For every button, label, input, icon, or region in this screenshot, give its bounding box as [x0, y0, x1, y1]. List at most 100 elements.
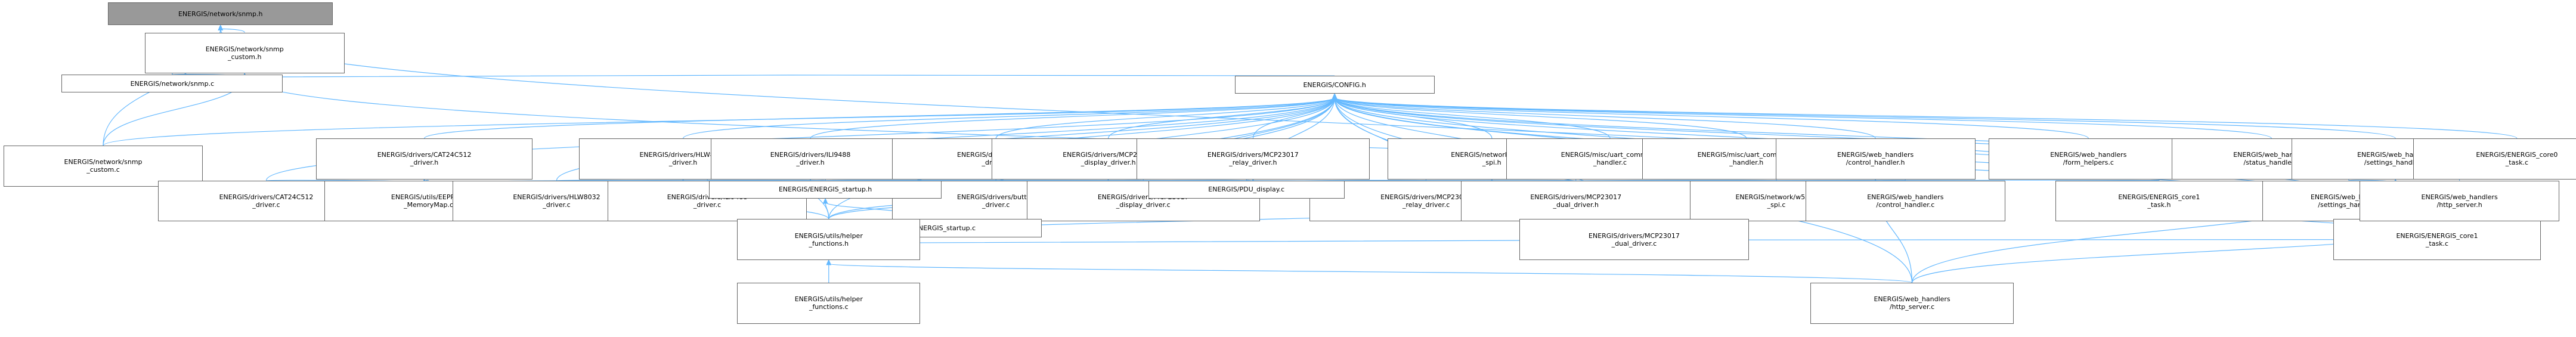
node-label-line: ENERGIS/web_handlers — [2233, 151, 2310, 159]
node-label-line: ENERGIS/misc/uart_command — [1697, 151, 1795, 159]
node-label-line: ENERGIS/web_handlers — [2421, 193, 2498, 201]
node-energis-core1-task-c[interactable]: ENERGIS/ENERGIS_core1 _task.c — [2333, 219, 2541, 260]
node-label-line: _task.c — [2505, 159, 2528, 167]
include-edge — [1334, 97, 2089, 139]
include-edge — [1334, 97, 2518, 139]
node-snmp-custom-c[interactable]: ENERGIS/network/snmp _custom.c — [3, 146, 203, 187]
node-control-handler-h[interactable]: ENERGIS/web_handlers /control_handler.h — [1775, 138, 1976, 180]
node-label-line: ENERGIS/misc/uart_command — [1561, 151, 1659, 159]
node-label-line: _handler.c — [1593, 159, 1627, 167]
node-label-line: _driver.c — [693, 200, 722, 209]
node-snmp-custom-h[interactable]: ENERGIS/network/snmp _custom.h — [144, 32, 345, 74]
node-label-line: _driver.c — [543, 200, 571, 209]
node-label-line: /status_handler.c — [2243, 159, 2300, 167]
node-energis-startup-h[interactable]: ENERGIS/ENERGIS_startup.h — [708, 180, 942, 199]
node-form-helpers-c[interactable]: ENERGIS/web_handlers /form_helpers.c — [1988, 138, 2188, 180]
node-label-line: _task.c — [2425, 239, 2449, 248]
include-edge — [220, 29, 2438, 219]
node-label-line: ENERGIS/network/snmp.c — [130, 79, 215, 88]
node-label-line: ENERGIS/PDU_display.c — [1208, 185, 1285, 194]
node-label-line: ENERGIS/drivers/MCP23017 — [1530, 193, 1622, 201]
node-label-line: ENERGIS/network/snmp.h — [178, 10, 263, 18]
include-edge — [995, 97, 1335, 139]
node-label-line: ENERGIS/utils/helper — [794, 231, 863, 240]
node-helper-functions-h[interactable]: ENERGIS/utils/helper _functions.h — [737, 219, 921, 260]
include-edge — [683, 97, 1335, 139]
node-energis-core1-task-h[interactable]: ENERGIS/ENERGIS_core1 _task.h — [2055, 180, 2264, 222]
include-edge — [1334, 97, 1747, 139]
node-label-line: _functions.c — [809, 303, 849, 311]
node-label-line: /control_handler.c — [1876, 200, 1935, 209]
node-label-line: ENERGIS/network/w5x00 — [1735, 193, 1818, 201]
node-label-line: _dual_driver.c — [1611, 239, 1657, 248]
node-label-line: ENERGIS/drivers/MCP23017 — [1380, 193, 1472, 201]
node-energis-core0-task-c[interactable]: ENERGIS/ENERGIS_core0 _task.c — [2413, 138, 2576, 180]
node-label-line: /http_server.h — [2436, 200, 2482, 209]
node-label-line: ENERGIS/web_handlers — [1874, 295, 1950, 304]
node-label-line: _dual_driver.h — [1553, 200, 1599, 209]
node-http-server-c[interactable]: ENERGIS/web_handlers /http_server.c — [1810, 283, 2014, 324]
include-edge-arrowhead — [218, 24, 224, 30]
node-label-line: _custom.c — [86, 166, 120, 174]
node-helper-functions-c[interactable]: ENERGIS/utils/helper _functions.c — [737, 283, 921, 324]
node-label-line: ENERGIS/CONFIG.h — [1303, 81, 1366, 89]
node-label-line: _task.h — [2147, 200, 2171, 209]
node-label-line: ENERGIS/network/snmp — [64, 158, 143, 166]
node-control-handler-c[interactable]: ENERGIS/web_handlers /control_handler.c — [1805, 180, 2005, 222]
include-edge-arrowhead — [1332, 93, 1337, 99]
node-label-line: ENERGIS/drivers/HLW8032 — [639, 151, 727, 159]
include-edge — [1334, 97, 2396, 139]
node-http-server-h[interactable]: ENERGIS/web_handlers /http_server.h — [2360, 180, 2560, 222]
node-label-line: _functions.h — [809, 239, 849, 248]
node-ili9488-driver-h[interactable]: ENERGIS/drivers/ILI9488 _driver.h — [710, 138, 911, 180]
node-label-line: /settings_handler.h — [2364, 159, 2427, 167]
node-label-line: ENERGIS/drivers/HLW8032 — [513, 193, 600, 201]
node-label-line: ENERGIS/ENERGIS_core0 — [2476, 151, 2558, 159]
include-edge — [810, 97, 1335, 139]
node-label-line: _spi.c — [1767, 200, 1786, 209]
node-label-line: _spi.h — [1482, 159, 1501, 167]
node-label-line: ENERGIS/ENERGIS_startup.h — [778, 185, 872, 194]
node-cat24c512-driver-h[interactable]: ENERGIS/drivers/CAT24C512 _driver.h — [316, 138, 532, 180]
node-label-line: ENERGIS/utils/helper — [794, 295, 863, 304]
node-label-line: _driver.h — [410, 159, 439, 167]
node-label-line: /control_handler.h — [1846, 159, 1905, 167]
node-label-line: ENERGIS/drivers/MCP23017 — [1207, 151, 1299, 159]
node-label-line: /http_server.c — [1889, 303, 1935, 311]
node-mcp23017-relay-driver-h[interactable]: ENERGIS/drivers/MCP23017 _relay_driver.h — [1137, 138, 1370, 180]
node-mcp23017-dual-driver-c[interactable]: ENERGIS/drivers/MCP23017 _dual_driver.c — [1519, 219, 1749, 260]
node-label-line: ENERGIS/utils/EEPROM — [391, 193, 466, 201]
node-label-line: ENERGIS/web_handlers — [1837, 151, 1914, 159]
node-label-line: _MemoryMap.c — [404, 200, 454, 209]
node-label-line: ENERGIS/web_handlers — [2050, 151, 2127, 159]
node-label-line: _relay_driver.c — [1402, 200, 1450, 209]
include-edge — [1252, 97, 1335, 139]
node-label-line: /form_helpers.c — [2063, 159, 2114, 167]
node-label-line: ENERGIS/drivers/CAT24C512 — [219, 193, 314, 201]
node-pdu-display-c[interactable]: ENERGIS/PDU_display.c — [1148, 180, 1345, 199]
include-edge — [424, 97, 1335, 139]
include-edge-arrowhead — [822, 197, 828, 204]
node-label-line: ENERGIS/drivers/MCP23017 — [1589, 231, 1680, 240]
node-config-h[interactable]: ENERGIS/CONFIG.h — [1234, 76, 1435, 94]
node-label-line: ENERGIS/drivers/MCP23017 — [1063, 151, 1154, 159]
node-label-line: _relay_driver.h — [1229, 159, 1277, 167]
node-label-line: ENERGIS/web_handlers — [1867, 193, 1944, 201]
node-snmp-c[interactable]: ENERGIS/network/snmp.c — [61, 75, 283, 93]
node-label-line: _driver.c — [982, 200, 1010, 209]
node-label-line: _display_driver.h — [1080, 159, 1136, 167]
node-label-line: ENERGIS/drivers/CAT24C512 — [377, 151, 472, 159]
node-label-line: _driver.h — [796, 159, 825, 167]
node-snmp-h: ENERGIS/network/snmp.h — [108, 2, 333, 26]
node-label-line: ENERGIS/drivers/button — [957, 193, 1035, 201]
node-label-line: ENERGIS/network/snmp — [205, 45, 284, 53]
node-label-line: _custom.h — [228, 52, 262, 61]
node-label-line: ENERGIS/drivers/ILI9488 — [770, 151, 851, 159]
include-edge — [1334, 97, 2272, 139]
include-edge — [244, 75, 1335, 78]
node-label-line: _driver.c — [252, 200, 280, 209]
include-edge — [1334, 97, 1611, 139]
node-mcp23017-dual-driver-h[interactable]: ENERGIS/drivers/MCP23017 _dual_driver.h — [1461, 180, 1691, 222]
node-label-line: _driver.h — [668, 159, 698, 167]
